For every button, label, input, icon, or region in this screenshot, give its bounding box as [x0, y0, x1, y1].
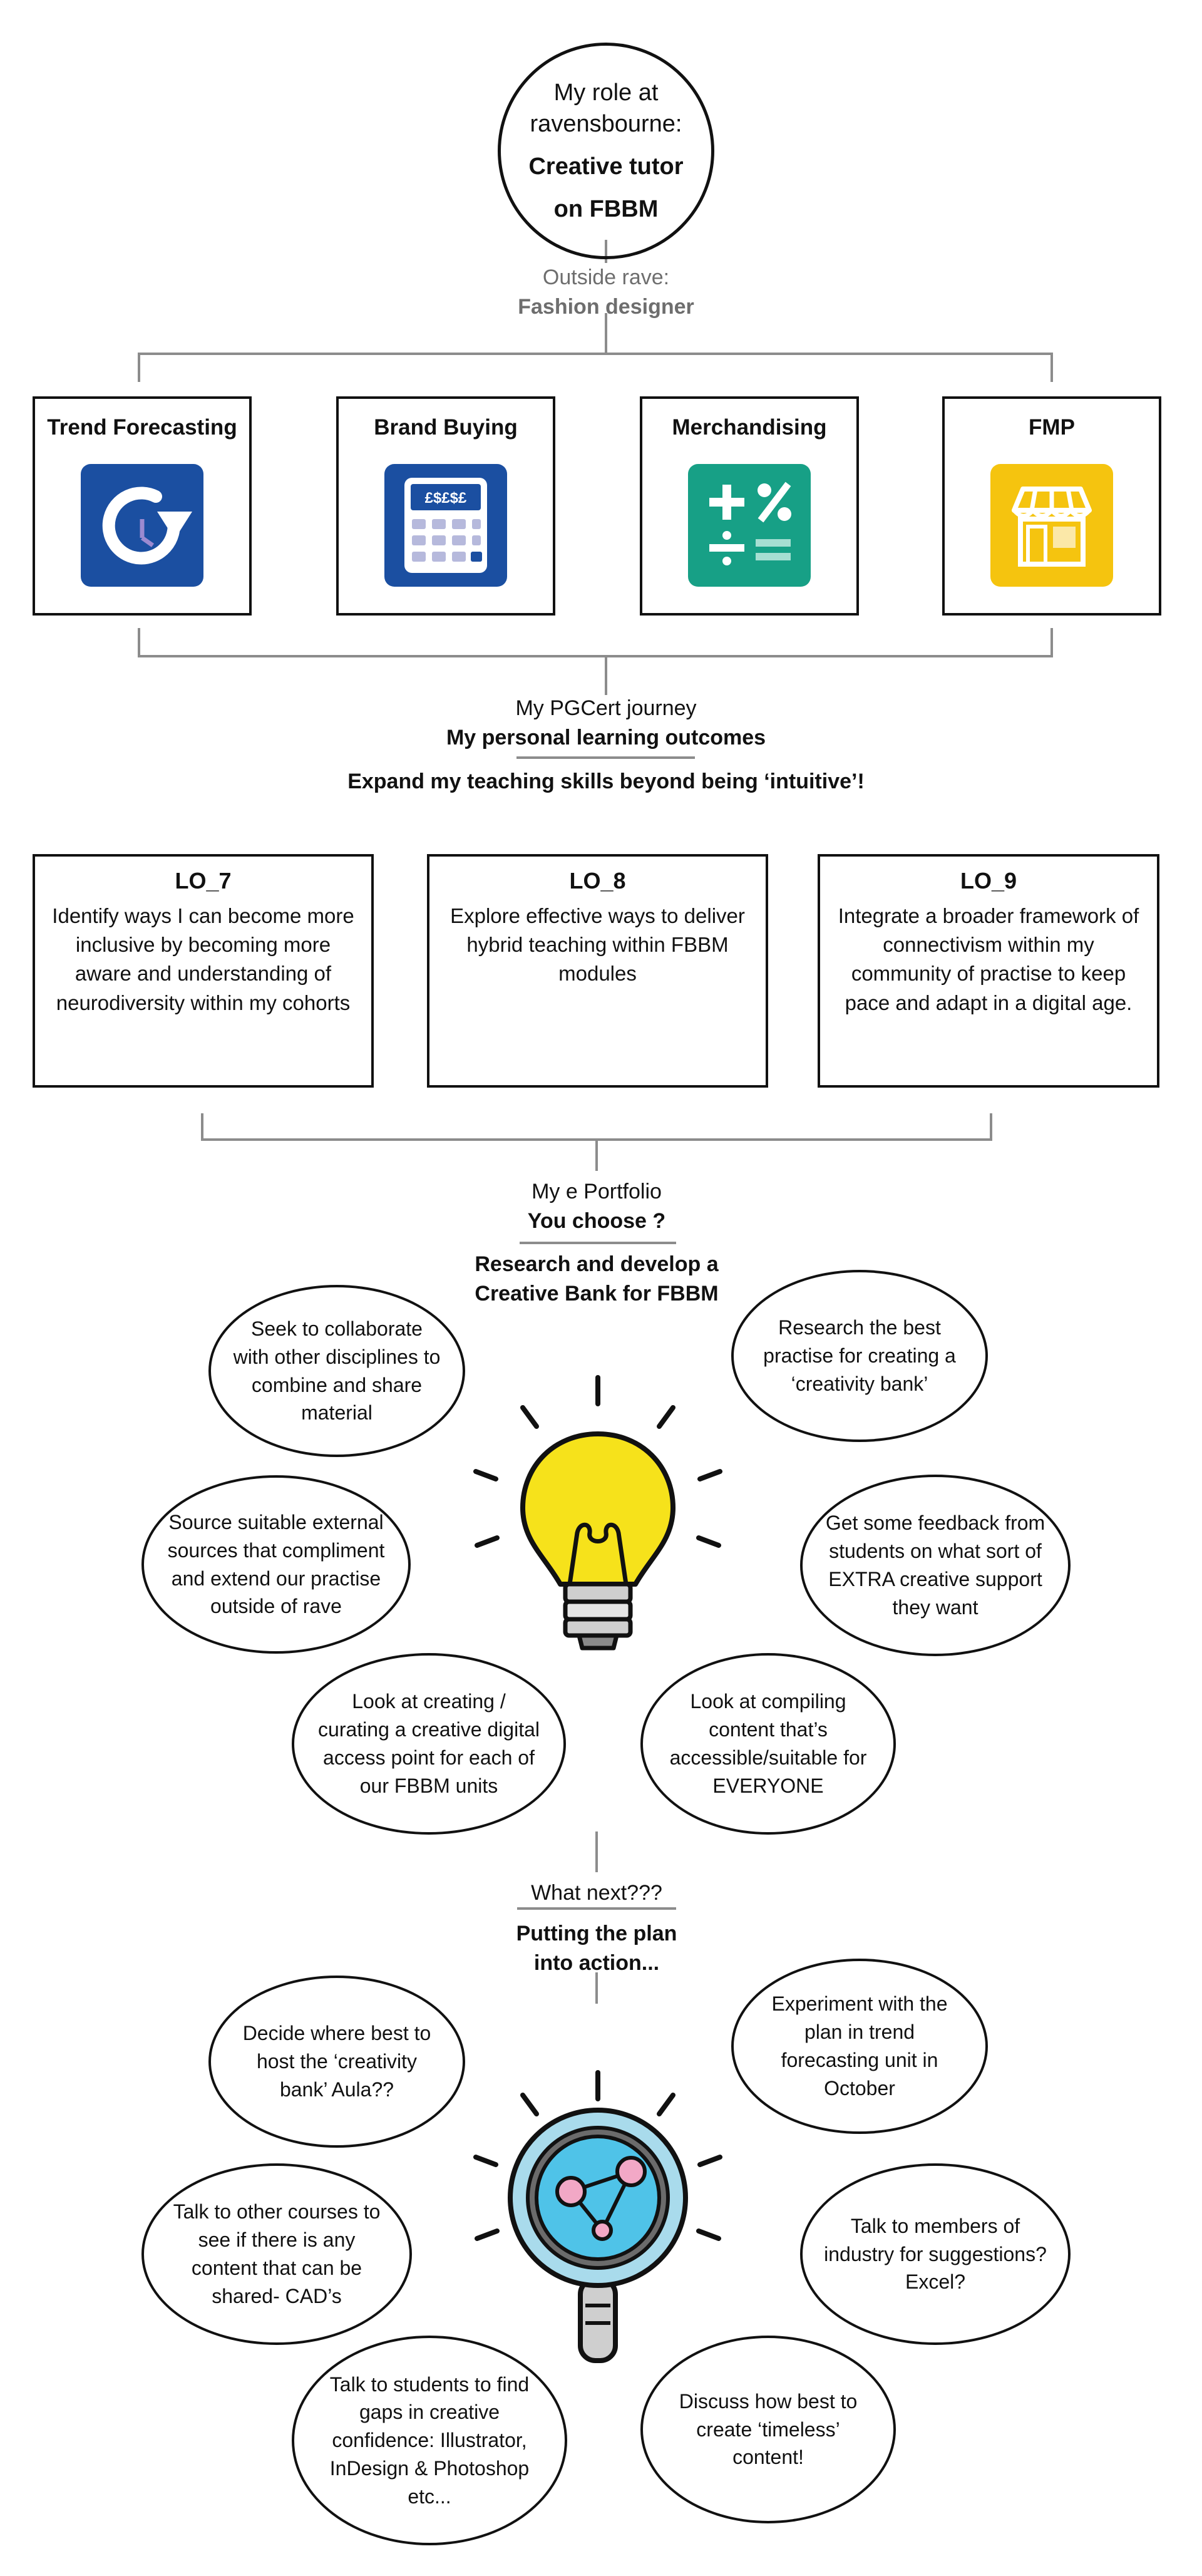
idea-bubble: Look at compiling content that’s accessi…	[640, 1653, 896, 1835]
outside-rave: Outside rave: Fashion designer	[418, 263, 794, 322]
lo-title: LO_9	[960, 868, 1017, 894]
idea-bubble: Seek to collaborate with other disciplin…	[208, 1285, 465, 1457]
unit-box-trend-forecasting: Trend Forecasting	[33, 396, 252, 616]
role-circle: My role at ravensbourne: Creative tutor …	[498, 43, 714, 259]
learning-outcome-lo8: LO_8 Explore effective ways to deliver h…	[427, 854, 768, 1088]
portfolio-project: Research and develop a Creative Bank for…	[378, 1250, 816, 1309]
unit-box-merchandising: Merchandising	[640, 396, 859, 616]
idea-bubble: Source suitable external sources that co…	[141, 1475, 411, 1654]
action-bubble: Talk to members of industry for suggesti…	[800, 2163, 1071, 2345]
shopfront-icon	[990, 464, 1113, 587]
next-label: What next???	[531, 1881, 662, 1905]
action-bubble: Experiment with the plan in trend foreca…	[731, 1959, 988, 2134]
role-line-1: My role at	[553, 79, 659, 106]
calculator-display: £$£$£	[425, 490, 467, 507]
role-title-line-2: on FBBM	[553, 196, 659, 223]
learning-outcome-lo7: LO_7 Identify ways I can become more inc…	[33, 854, 374, 1088]
idea-bubble: Get some feedback from students on what …	[800, 1475, 1071, 1656]
portfolio-title: You choose ?	[527, 1208, 666, 1233]
action-bubble: Talk to other courses to see if there is…	[141, 2163, 412, 2345]
unit-title: Trend Forecasting	[47, 415, 237, 440]
lo-title: LO_8	[569, 868, 626, 894]
action-bubble: Decide where best to host the ‘creativit…	[208, 1976, 465, 2148]
role-line-2: ravensbourne:	[530, 110, 682, 137]
next-title: Putting the plan into action...	[409, 1919, 784, 1978]
unit-box-fmp: FMP	[942, 396, 1161, 616]
math-symbols-icon	[688, 464, 811, 587]
project-line-1: Research and develop a	[475, 1252, 719, 1276]
calculator-icon: £$£$£	[384, 464, 507, 587]
lo-title: LO_7	[175, 868, 232, 894]
lo-text: Integrate a broader framework of connect…	[838, 904, 1139, 1014]
lightbulb-icon	[473, 1375, 722, 1651]
idea-bubble: Research the best practise for creating …	[731, 1270, 988, 1442]
unit-box-brand-buying: Brand Buying £$£$£	[336, 396, 555, 616]
lo-text: Explore effective ways to deliver hybrid…	[450, 904, 745, 986]
role-title-line-1: Creative tutor	[528, 153, 684, 180]
lo-text: Identify ways I can become more inclusiv…	[52, 904, 354, 1014]
next-title-line-1: Putting the plan	[516, 1922, 677, 1945]
outside-label: Outside rave:	[542, 265, 670, 289]
outside-role: Fashion designer	[518, 294, 694, 319]
pgcert-goal: Expand my teaching skills beyond being ‘…	[347, 770, 865, 793]
project-line-2: Creative Bank for FBBM	[475, 1281, 719, 1306]
idea-bubble: Look at creating / curating a creative d…	[292, 1653, 566, 1835]
pgcert-title: My personal learning outcomes	[446, 725, 766, 750]
pgcert-header: My PGCert journey My personal learning o…	[356, 694, 856, 753]
action-bubble: Discuss how best to create ‘timeless’ co…	[640, 2336, 896, 2523]
portfolio-header: My e Portfolio You choose ?	[409, 1177, 784, 1236]
pgcert-label: My PGCert journey	[515, 696, 697, 720]
unit-title: Brand Buying	[374, 415, 518, 440]
unit-title: FMP	[1029, 415, 1075, 440]
learning-outcome-lo9: LO_9 Integrate a broader framework of co…	[818, 854, 1159, 1088]
clock-arrow-icon	[81, 464, 203, 587]
action-bubble: Talk to students to find gaps in creativ…	[292, 2336, 567, 2545]
portfolio-label: My e Portfolio	[532, 1180, 662, 1203]
unit-title: Merchandising	[672, 415, 827, 440]
magnifying-glass-icon	[473, 2070, 722, 2363]
next-title-line-2: into action...	[533, 1950, 660, 1975]
